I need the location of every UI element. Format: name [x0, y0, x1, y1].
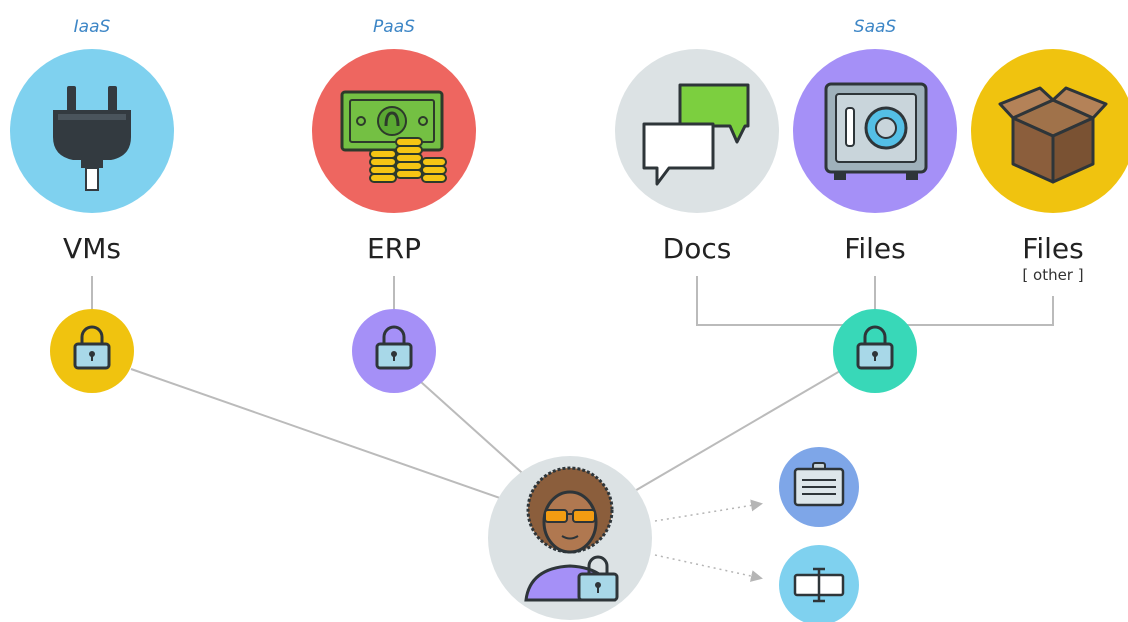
target-node-badge	[779, 447, 859, 527]
lock-icon	[856, 325, 894, 370]
lock-node-erp	[352, 309, 436, 393]
category-label-paas: PaaS	[373, 17, 415, 37]
service-docs: Docs	[615, 49, 779, 265]
user-to-badge-arrow	[654, 499, 763, 522]
money-coins-icon	[340, 90, 447, 183]
box-icon	[998, 86, 1108, 184]
lock-icon	[375, 325, 413, 370]
user-avatar-locked-icon	[524, 466, 619, 602]
text-cursor-icon	[793, 567, 845, 603]
chat-bubbles-icon	[642, 83, 750, 186]
files-other-sublabel: [ other ]	[1022, 266, 1083, 284]
user-to-saas-lock-line	[632, 370, 841, 493]
files-label: Files	[844, 232, 905, 265]
user-node	[488, 456, 652, 620]
lock-node-vms	[50, 309, 134, 393]
user-to-erp-lock-line	[420, 381, 531, 481]
user-to-cursor-arrow	[654, 554, 763, 582]
dotted-arrows	[654, 499, 763, 582]
category-label-saas: SaaS	[854, 17, 897, 37]
safe-icon	[824, 82, 928, 180]
vms-label: VMs	[63, 232, 121, 265]
docs-label: Docs	[663, 232, 732, 265]
user-to-vms-lock-line	[130, 368, 521, 506]
service-files-other: Files [ other ]	[971, 49, 1128, 284]
lock-node-saas	[833, 309, 917, 393]
category-label-iaas: IaaS	[74, 17, 111, 37]
service-erp: ERP	[312, 49, 476, 265]
id-badge-icon	[793, 462, 845, 507]
lock-icon	[73, 325, 111, 370]
files-other-label: Files	[1022, 232, 1083, 265]
power-plug-icon	[53, 86, 131, 191]
service-files: Files	[793, 49, 957, 265]
service-vms: VMs	[10, 49, 174, 265]
erp-label: ERP	[367, 232, 421, 265]
target-node-cursor	[779, 545, 859, 622]
